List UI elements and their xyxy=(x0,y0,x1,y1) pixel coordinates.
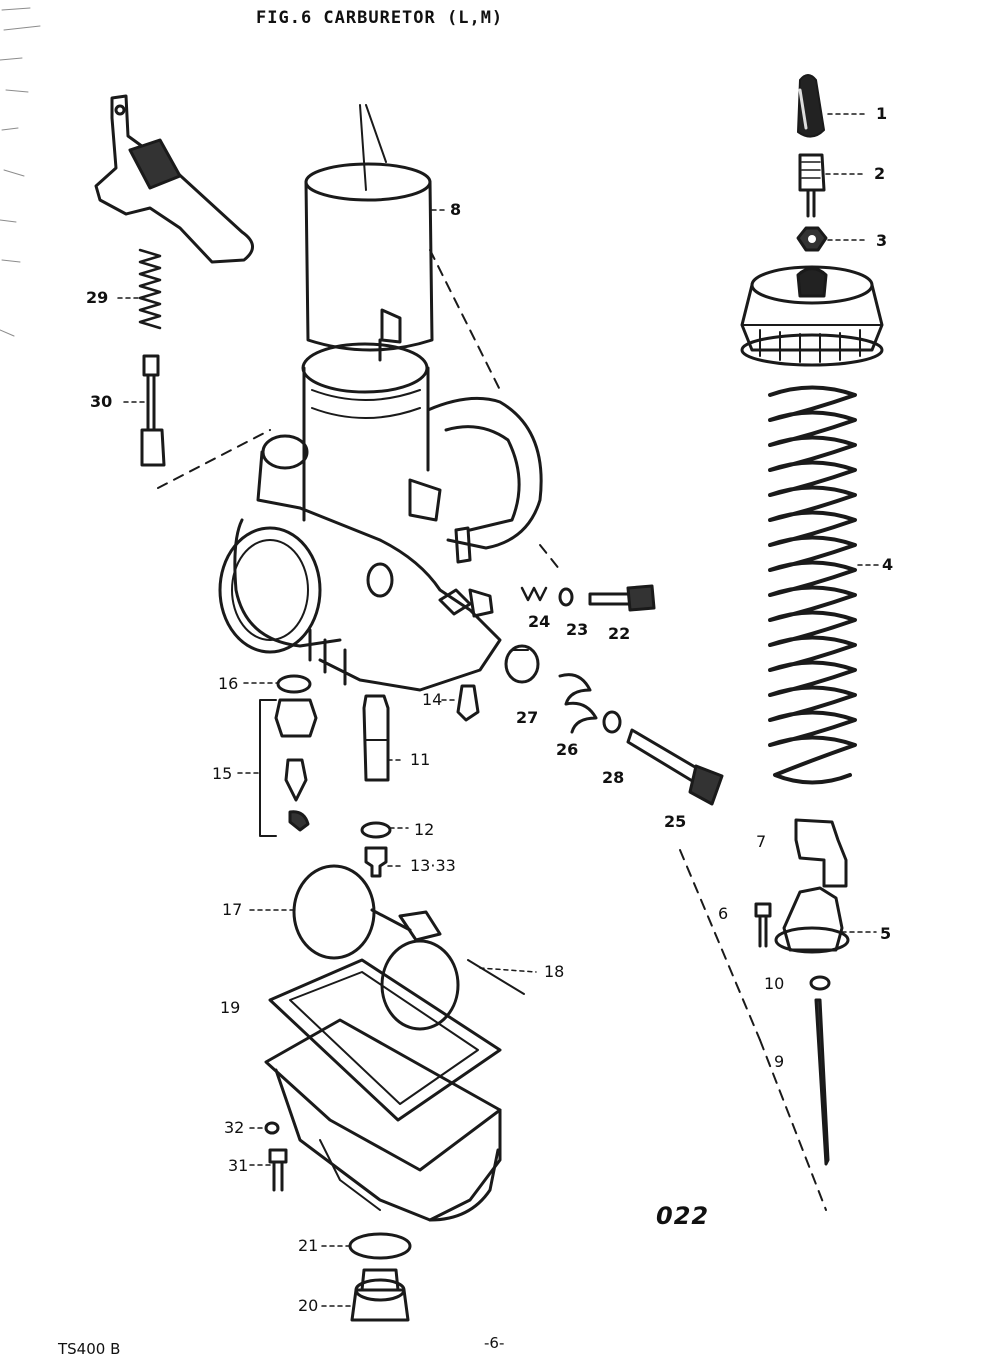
part-label-1: 1 xyxy=(876,104,888,123)
part-22-screw xyxy=(588,584,656,612)
part-label-5: 5 xyxy=(880,924,892,943)
part-label-19: 19 xyxy=(220,998,241,1017)
part-label-9: 9 xyxy=(774,1052,785,1071)
part-15-needle-valve xyxy=(259,698,318,837)
part-13-main-jet xyxy=(364,846,388,878)
part-2-adjuster xyxy=(798,153,826,218)
part-label-23: 23 xyxy=(566,620,589,639)
part-5-throttle-valve xyxy=(774,886,850,954)
part-7-clip-plate xyxy=(794,818,848,888)
page-number: -6- xyxy=(484,1334,505,1352)
part-4-spring xyxy=(768,385,857,785)
part-14-jet xyxy=(456,684,480,722)
part-16-oring xyxy=(276,674,312,694)
part-21-oring xyxy=(348,1232,412,1260)
part-31-screw xyxy=(268,1148,288,1192)
part-30-cable-adjuster xyxy=(140,354,166,467)
page-title: FIG.6 CARBURETOR (L,M) xyxy=(256,8,504,28)
leader-lines xyxy=(157,249,827,1211)
part-9-needle xyxy=(814,998,830,1166)
part-label-20: 20 xyxy=(298,1296,319,1315)
part-label-8: 8 xyxy=(450,200,462,219)
part-label-4: 4 xyxy=(882,555,894,574)
part-26-spring xyxy=(558,673,598,734)
part-11-needle-jet xyxy=(362,694,390,782)
part-label-24: 24 xyxy=(528,612,551,631)
label-leaders xyxy=(117,113,881,1307)
part-1-cap xyxy=(797,74,825,138)
model-label: TS400 B xyxy=(58,1340,121,1358)
mixing-chamber-top xyxy=(740,265,884,367)
part-label-3: 3 xyxy=(876,231,888,250)
part-28-oring xyxy=(602,710,622,734)
part-label-29: 29 xyxy=(86,288,109,307)
part-24-spring xyxy=(520,586,548,602)
part-17-float xyxy=(292,864,460,1031)
part-label-21: 21 xyxy=(298,1236,319,1255)
part-label-16: 16 xyxy=(218,674,239,693)
part-label-22: 22 xyxy=(608,624,631,643)
part-label-25: 25 xyxy=(664,812,687,831)
part-label-28: 28 xyxy=(602,768,625,787)
part-label-2: 2 xyxy=(874,164,886,183)
part-label-12: 12 xyxy=(414,820,435,839)
part-label-18: 18 xyxy=(544,962,565,981)
scan-noise xyxy=(0,7,41,337)
choke-lever xyxy=(94,94,254,264)
part-10-clip xyxy=(809,975,831,991)
part-12-washer xyxy=(360,821,392,839)
part-label-14: 14 xyxy=(422,690,443,709)
part-23-washer xyxy=(558,587,574,607)
part-20-plug xyxy=(350,1268,410,1322)
part-label-11: 11 xyxy=(410,750,431,769)
part-label-30: 30 xyxy=(90,392,113,411)
part-label-31: 31 xyxy=(228,1156,249,1175)
part-27-cap xyxy=(504,644,540,684)
part-25-screw xyxy=(626,728,724,806)
part-label-15: 15 xyxy=(212,764,233,783)
part-19-gasket xyxy=(268,958,502,1122)
carburetor-body xyxy=(218,338,543,692)
part-29-spring xyxy=(138,248,162,330)
float-chamber xyxy=(264,1018,502,1222)
part-label-26: 26 xyxy=(556,740,579,759)
part-8-cylinder xyxy=(304,104,434,352)
part-32-washer xyxy=(264,1121,280,1135)
part-18-pin xyxy=(467,959,525,995)
diagram-code: 022 xyxy=(656,1202,710,1230)
part-label-32: 32 xyxy=(224,1118,245,1137)
part-label-6: 6 xyxy=(718,904,729,923)
part-label-17: 17 xyxy=(222,900,243,919)
part-6-screw xyxy=(754,902,772,948)
part-label-27: 27 xyxy=(516,708,539,727)
part-3-nut xyxy=(796,226,828,252)
part-label-7: 7 xyxy=(756,832,767,851)
part-label-10: 10 xyxy=(764,974,785,993)
part-label-13-33: 13·33 xyxy=(410,856,456,875)
